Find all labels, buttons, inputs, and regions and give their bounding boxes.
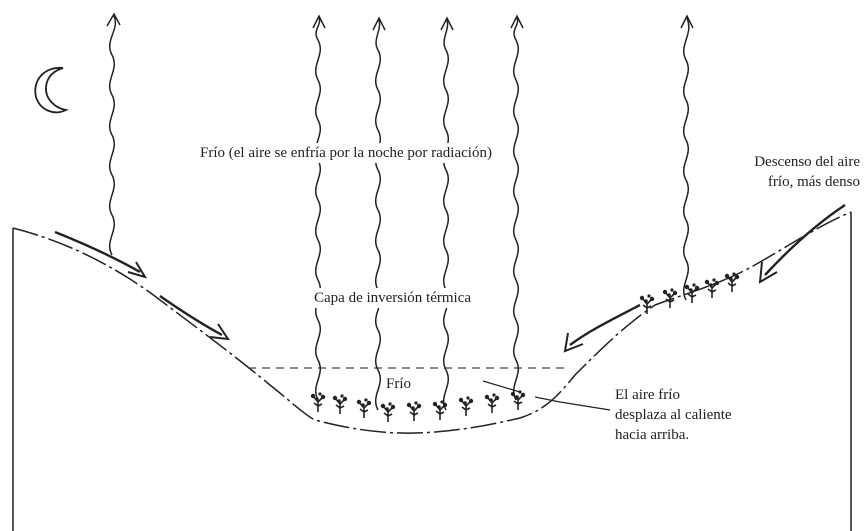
downslope-arrow-head [209, 323, 231, 341]
downslope-arrow-head [127, 261, 148, 279]
downslope-arrow [159, 295, 223, 337]
grapevine-icon [379, 401, 397, 423]
radiation-arrow [315, 17, 321, 401]
cold-radiation-label: Frío (el aire se enfría por la noche por… [198, 143, 494, 163]
crescent-moon-icon [34, 67, 69, 114]
displace-line-3: hacia arriba. [615, 427, 690, 443]
radiation-arrow [683, 17, 690, 301]
cold-air-descent-label: Descenso del aire frío, más denso [700, 152, 860, 192]
radiation-arrow-head [312, 14, 326, 29]
grapevine-icon [431, 399, 449, 421]
displace-line-2: desplaza al caliente [615, 407, 732, 423]
radiation-arrow [443, 19, 449, 411]
grapevine-icon [405, 400, 423, 422]
pointer-line [482, 380, 611, 411]
downslope-arrow [764, 204, 846, 276]
radiation-arrow-head [510, 14, 524, 29]
valley-terrain-outline [12, 211, 852, 434]
descent-line-1: Descenso del aire [754, 154, 860, 170]
grapevine-icon [457, 395, 475, 417]
downslope-arrow [54, 230, 141, 274]
inversion-layer-label: Capa de inversión térmica [311, 288, 475, 308]
downslope-arrow-head [758, 261, 778, 284]
radiation-arrow-head [680, 14, 694, 29]
grapevine-icon [638, 293, 656, 315]
radiation-arrow [513, 17, 519, 401]
grapevine-icon [483, 392, 501, 414]
grapevine-icon [309, 391, 327, 413]
downslope-arrow-head [563, 332, 584, 353]
grapevine-icon [509, 389, 527, 411]
radiation-arrow-head [440, 16, 454, 31]
descent-line-2: frío, más denso [767, 174, 860, 190]
radiation-arrow [109, 15, 117, 256]
grapevine-icon [723, 271, 741, 293]
cold-displaces-warm-label: El aire frío desplaza al caliente hacia … [615, 385, 732, 445]
radiation-arrow-head [106, 12, 121, 27]
downslope-arrow [569, 303, 641, 346]
radiation-arrow [375, 19, 381, 411]
displace-line-1: El aire frío [615, 387, 680, 403]
grapevine-icon [703, 277, 721, 299]
grapevine-icon [355, 397, 373, 419]
grapevine-icon [331, 393, 349, 415]
radiation-arrow-head [372, 16, 386, 31]
grapevine-icon [661, 287, 679, 309]
valley-cold-label: Frío [384, 374, 414, 394]
